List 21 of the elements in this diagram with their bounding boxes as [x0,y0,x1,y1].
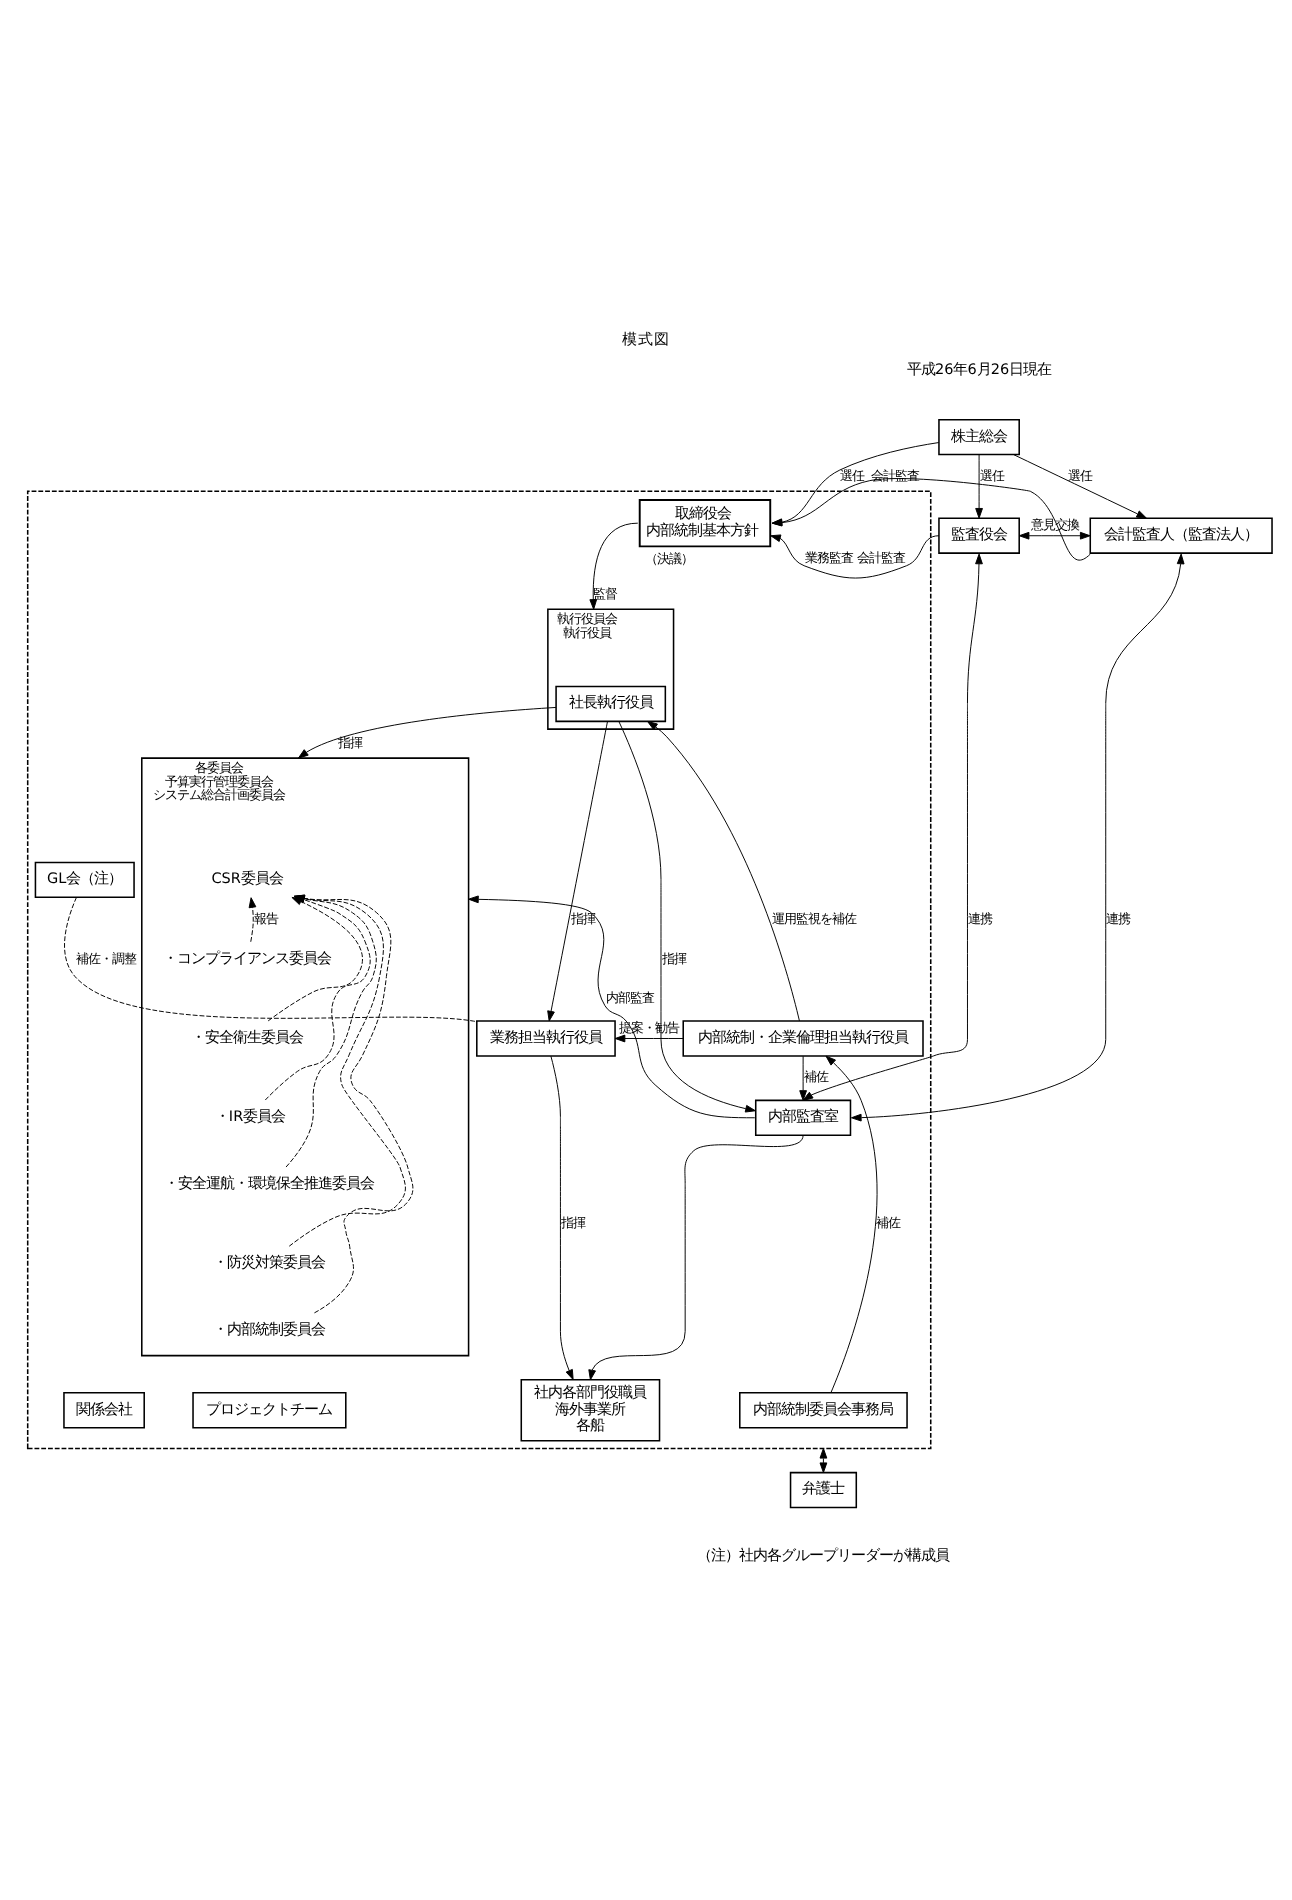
arrow [550,1054,574,1380]
arrow [799,1054,807,1100]
arrow [588,1133,804,1380]
arrow [771,441,940,526]
arrow [802,552,983,1100]
arrow [618,720,756,1112]
arrow [248,896,257,942]
arrow [1013,453,1147,518]
cluster [26,489,932,1449]
arrow [647,719,800,1021]
arrow [297,705,557,758]
arrow [850,552,1185,1121]
arrow [589,521,639,609]
arrow [614,1033,684,1042]
arrow [825,1054,878,1393]
arrow [547,719,608,1021]
arrow [770,533,940,578]
arrow [468,894,756,1118]
arrow [975,453,983,518]
arrow [771,477,1091,560]
arrow [1018,530,1091,539]
